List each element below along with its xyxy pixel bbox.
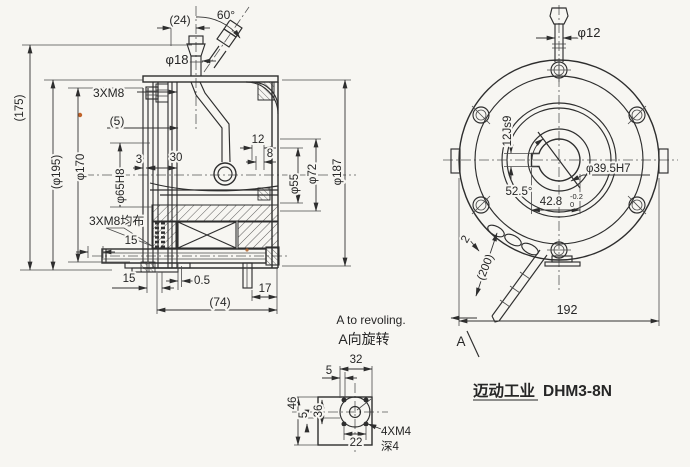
center-hole <box>348 405 362 419</box>
top-knob <box>549 7 569 62</box>
bolt-hole-upper-right <box>627 105 647 125</box>
dim-12Js9-label: 12Js9 <box>502 116 514 147</box>
leader-wedge <box>105 227 153 247</box>
corner-bolt <box>257 81 275 101</box>
dim-3xm8-label: 3XM8 <box>93 86 125 100</box>
release-knob <box>186 35 206 76</box>
bolt-hole-lower-left <box>471 195 491 215</box>
shaft-end-cap <box>265 246 280 266</box>
end-view: φ12 12Js9 φ39.5H7 52.5° 42.8 -0.2 0 2 (2… <box>443 5 678 358</box>
caption: 迈动工业 DHM3-8N <box>473 382 612 401</box>
bolt-hole-upper-left <box>471 105 491 125</box>
view-A-label: A <box>456 334 465 349</box>
view-direction-marker: A <box>450 315 480 358</box>
dim-phi65H8-label: φ65H8 <box>115 169 127 204</box>
dim-phi55-label: φ55 <box>289 174 301 194</box>
bolt-hole-top <box>547 58 571 82</box>
dim-5-left-label: 5 <box>298 412 310 418</box>
bottom-flange <box>124 261 191 290</box>
dim-12-label: 12 <box>252 134 265 146</box>
side-stud <box>145 86 159 100</box>
coil-symbol <box>177 221 237 249</box>
dim-phi187-label: φ187 <box>332 159 344 186</box>
dim-30-label: 30 <box>170 152 183 164</box>
dim-46-label: 46 <box>287 397 299 410</box>
center-boss-circle <box>339 396 371 428</box>
dim-200-label: (200) <box>475 253 496 283</box>
dim-phi18-label: φ18 <box>166 52 189 67</box>
scan-speck <box>77 112 83 118</box>
shaft <box>101 246 280 289</box>
dim-32-label: 32 <box>350 354 363 366</box>
bottom-tab <box>544 255 581 267</box>
dim-3xm8-even-label: 3XM8均布 <box>89 214 144 228</box>
detail-dimensions: 32 5 46 5 36 22 4XM4 深4 <box>285 352 414 455</box>
tap-hole <box>363 397 369 403</box>
dim-15a-label: 15 <box>125 235 138 247</box>
detail-title-zh: A向旋转 <box>338 331 389 347</box>
dim-4xm4-label: 4XM4 <box>381 426 412 438</box>
bore-keyway <box>530 138 581 182</box>
bolt-holes <box>471 58 647 259</box>
flange-circles <box>450 59 669 261</box>
dim-525deg-label: 52.5° <box>506 186 533 198</box>
section-view: (24) 60° φ18 (175) (φ195) φ170 φ65H8 3 3… <box>12 6 356 314</box>
dim-22-label: 22 <box>350 437 363 449</box>
model-number: DHM3-8N <box>543 383 612 400</box>
tap-hole <box>363 421 369 427</box>
dim-phi72-label: φ72 <box>307 164 319 184</box>
dim-17-label: 17 <box>259 283 272 295</box>
dim-175-label: (175) <box>14 94 26 121</box>
scan-speck <box>245 248 249 252</box>
dim-5-top-label: 5 <box>326 365 332 377</box>
dim-74-label: (74) <box>209 295 230 309</box>
dim-5-label: (5) <box>110 114 125 128</box>
dim-428-tol-upper: -0.2 <box>570 192 583 201</box>
tap-hole <box>341 397 347 403</box>
dim-8-label: 8 <box>267 148 273 160</box>
brand-name: 迈动工业 <box>473 382 535 400</box>
dim-phi195-label: (φ195) <box>51 155 63 189</box>
dim-phi12-label: φ12 <box>578 25 601 40</box>
bolt-hole-lower-right <box>627 195 647 215</box>
release-arm <box>190 81 237 186</box>
bolt-hole-bottom <box>547 241 571 259</box>
dim-15b-label: 15 <box>123 273 136 285</box>
dim-24-label: (24) <box>169 13 190 27</box>
dim-192-label: 192 <box>557 303 578 317</box>
right-flat <box>658 148 669 174</box>
dim-428-label: 42.8 <box>540 196 562 208</box>
dim-428-tol-lower: 0 <box>570 200 574 209</box>
dim-60deg-label: 60° <box>217 8 235 22</box>
detail-title-en: A to revoling. <box>336 313 405 327</box>
section-dimensions: (24) 60° φ18 (175) (φ195) φ170 φ65H8 3 3… <box>12 6 348 313</box>
dim-phi39-label: φ39.5H7 <box>586 163 631 175</box>
dim-phi170-label: φ170 <box>75 154 87 181</box>
armature-section <box>149 182 279 249</box>
left-flat <box>450 148 461 174</box>
dim-36-label: 36 <box>313 405 325 418</box>
detail-view: A to revoling. A向旋转 32 5 46 5 36 22 4XM <box>285 311 414 455</box>
dim-05-label: 0.5 <box>194 275 210 287</box>
dim-3-label: 3 <box>136 154 142 166</box>
tap-hole <box>341 421 347 427</box>
dim-depth4-label: 深4 <box>381 439 399 453</box>
dim-2-label: 2 <box>459 234 473 246</box>
key-stub <box>242 262 253 289</box>
top-bolt <box>155 83 169 103</box>
